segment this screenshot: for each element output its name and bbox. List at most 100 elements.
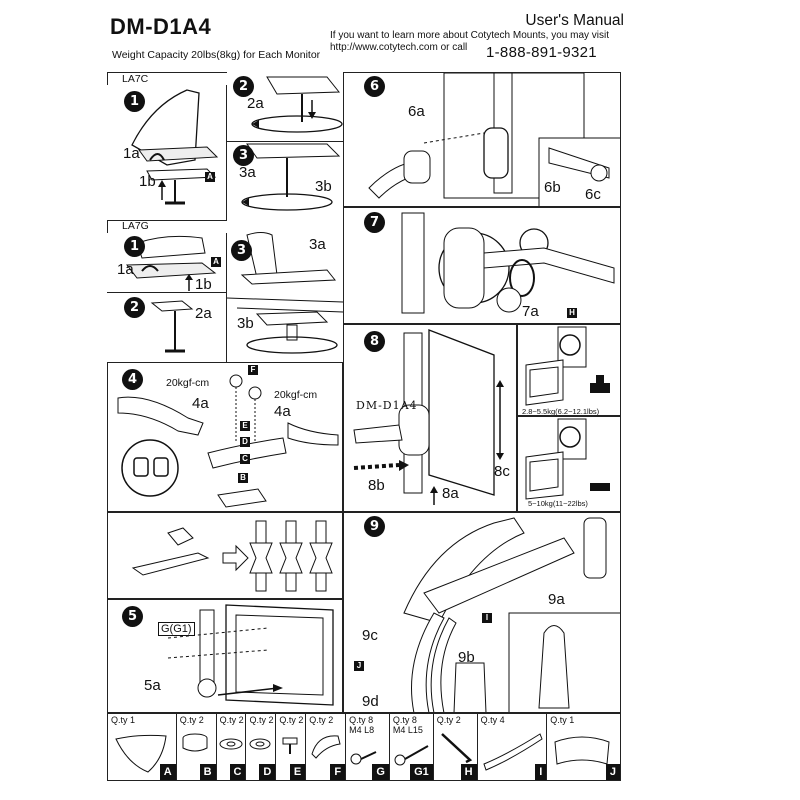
part-f-letter: F (330, 764, 346, 780)
panel-tension-heavy: 5~10kg(11~22lbs) (517, 416, 621, 512)
panel-step7: 7 7a H (343, 207, 621, 324)
callout-c: C (240, 454, 250, 464)
clamp-tighten-illustration (241, 143, 341, 211)
step-number-9: 9 (364, 516, 385, 537)
section-la7c-label: LA7C (122, 73, 149, 85)
part-d: Q.ty 2 D (246, 714, 277, 780)
contact-line-2: http://www.cotytech.com or call (330, 42, 468, 53)
panel-la7g-step3: 3 3a 3b (227, 220, 343, 362)
part-h-letter: H (460, 764, 477, 780)
label-3a: 3a (239, 164, 256, 181)
callout-j: J (354, 661, 364, 671)
light-monitor-illustration (525, 326, 610, 406)
tension-adjust-illustration (401, 212, 615, 314)
label-6b: 6b (544, 179, 561, 196)
callout-e: E (240, 421, 250, 431)
part-c: Q.ty 2 C (217, 714, 247, 780)
monitor-attach-illustration (167, 604, 334, 706)
clamp-rotate-illustration (251, 76, 343, 133)
part-b: Q.ty 2 B (177, 714, 217, 780)
part-g1: Q.ty 8 M4 L15 G1 (390, 714, 434, 780)
contact-info: If you want to learn more about Cotytech… (330, 30, 630, 54)
label-1b-la7g: 1b (195, 276, 212, 293)
part-g1-qty: Q.ty 8 (392, 715, 417, 725)
step-number-2: 2 (233, 76, 254, 97)
label-4a-left: 4a (192, 395, 209, 412)
cable-management-illustration (403, 517, 620, 712)
step-number-4: 4 (122, 369, 143, 390)
step-number-6: 6 (364, 76, 385, 97)
part-g-qty: Q.ty 8 (349, 715, 374, 725)
label-1a-la7g: 1a (117, 261, 134, 278)
label-9d: 9d (362, 693, 379, 710)
weight-heavy-label: 5~10kg(11~22lbs) (528, 499, 588, 508)
section-la7g-label: LA7G (122, 220, 149, 232)
part-e-qty: Q.ty 2 (279, 715, 304, 725)
part-h: Q.ty 2 H (434, 714, 478, 780)
part-g-letter: G (372, 764, 389, 780)
part-f-icon (311, 735, 341, 759)
callout-d: D (240, 437, 250, 447)
part-g: Q.ty 8 M4 L8 G (346, 714, 390, 780)
manual-heading: User's Manual (525, 12, 624, 29)
part-i-qty: Q.ty 4 (480, 715, 505, 725)
part-a-icon (115, 734, 167, 773)
clamp-illustration (131, 89, 219, 205)
part-i: Q.ty 4 I (478, 714, 548, 780)
part-a-qty: Q.ty 1 (111, 715, 136, 725)
part-a-letter: A (159, 764, 176, 780)
part-d-icon (249, 738, 271, 750)
step-number-1-la7g: 1 (124, 236, 145, 257)
label-6a: 6a (408, 103, 425, 120)
panel-step4: 4 20kgf-cm 20kgf-cm 4a 4a F E D C B (107, 362, 343, 512)
part-b-letter: B (199, 764, 216, 780)
callout-h: H (567, 308, 577, 318)
part-g1-letter: G1 (410, 764, 433, 780)
label-4a-right: 4a (274, 403, 291, 420)
torque-left: 20kgf-cm (166, 377, 210, 389)
weight-light-label: 2.8~5.5kg(6.2~12.1lbs) (522, 407, 600, 416)
callout-f: F (248, 365, 258, 375)
grommet-base-illustration (126, 235, 217, 291)
panel-step5: 5 G(G1) 5a (107, 599, 343, 713)
step-number-3: 3 (233, 145, 254, 166)
label-8a: 8a (442, 485, 459, 502)
callout-i: I (482, 613, 492, 623)
height-adjust-illustration (353, 329, 504, 505)
label-9c: 9c (362, 627, 378, 644)
callout-a: A (205, 172, 215, 182)
part-a: Q.ty 1 A (108, 714, 177, 780)
weight-capacity: Weight Capacity 20lbs(8kg) for Each Moni… (112, 49, 321, 61)
part-c-icon (219, 738, 243, 750)
panel-la7c-step1: 1 1a 1b A (107, 85, 227, 220)
grommet-plate-illustration (150, 300, 194, 353)
part-c-qty: Q.ty 2 (219, 715, 244, 725)
panel-la7c-step2: 2 2a (227, 72, 343, 142)
label-3b: 3b (315, 178, 332, 195)
step-number-2-la7g: 2 (124, 297, 145, 318)
grommet-install-illustration (227, 232, 343, 354)
label-1a: 1a (123, 145, 140, 162)
heavy-monitor-illustration (525, 418, 610, 500)
label-8c: 8c (494, 463, 510, 480)
label-3a-la7g: 3a (309, 236, 326, 253)
part-g-spec: M4 L8 (349, 725, 375, 735)
label-2a-la7g: 2a (195, 305, 212, 322)
label-1b: 1b (139, 173, 156, 190)
arm-assembly-illustration (117, 374, 339, 508)
part-i-icon (482, 733, 543, 771)
model-title: DM-D1A4 (110, 14, 212, 39)
step-number-7: 7 (364, 212, 385, 233)
panel-step8: 8 DM-D1A4 8a 8b 8c (343, 324, 517, 512)
step8-model-label: DM-D1A4 (356, 399, 418, 412)
part-d-qty: Q.ty 2 (249, 715, 274, 725)
part-b-icon (182, 733, 208, 752)
phone-number: 1-888-891-9321 (486, 44, 597, 61)
part-g1-icon (394, 745, 429, 766)
label-g-g1: G(G1) (158, 622, 195, 636)
part-g1-spec: M4 L15 (392, 725, 423, 735)
part-h-icon (440, 733, 472, 764)
label-7a: 7a (522, 303, 539, 320)
contact-line-1: If you want to learn more about Cotytech… (330, 30, 610, 41)
part-f: Q.ty 2 F (306, 714, 347, 780)
